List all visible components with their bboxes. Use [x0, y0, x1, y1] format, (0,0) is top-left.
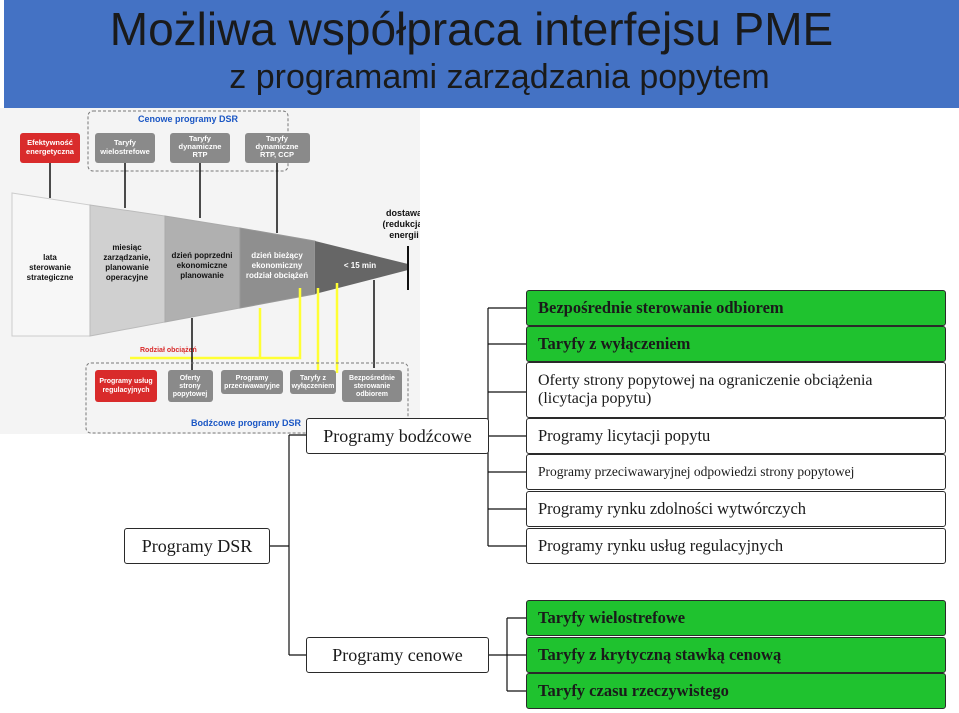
svg-text:< 15 min: < 15 min: [344, 261, 376, 270]
incentive-item-demand-bidding: Programy licytacji popytu: [526, 418, 946, 454]
top-arrows: [49, 163, 278, 233]
price-item-real-time: Taryfy czasu rzeczywistego: [526, 673, 946, 709]
incentive-item-demand-bidding-offers: Oferty strony popytowej na ograniczenie …: [526, 362, 946, 418]
load-label: Rodział obciążeń: [140, 347, 197, 354]
svg-text:dostawa(redukcja)energii: dostawa(redukcja)energii: [382, 208, 420, 240]
incentive-item-ancillary-services: Programy rynku usług regulacyjnych: [526, 528, 946, 564]
incentive-programs-node: Programy bodźcowe: [306, 418, 489, 454]
price-programs-node: Programy cenowe: [306, 637, 489, 673]
slide-subtitle: z programami zarządzania popytem: [229, 58, 770, 96]
offers-line-2: (licytacja popytu): [538, 390, 652, 407]
incentive-item-interruptible: Taryfy z wyłączeniem: [526, 326, 946, 362]
title-banner: [4, 0, 959, 108]
price-item-critical-peak: Taryfy z krytyczną stawką cenową: [526, 637, 946, 673]
offers-line-1: Oferty strony popytowej na ograniczenie …: [538, 372, 873, 389]
load-lines: [130, 283, 339, 373]
price-item-multi-zone: Taryfy wielostrefowe: [526, 600, 946, 636]
dsr-programs-root: Programy DSR: [124, 528, 270, 564]
incentive-item-emergency: Programy przeciwawaryjnej odpowiedzi str…: [526, 454, 946, 490]
price-group-label: Cenowe programy DSR: [138, 114, 239, 124]
incentive-item-direct-control: Bezpośrednie sterowanie odbiorem: [526, 290, 946, 326]
incentive-group-label: Bodźcowe programy DSR: [191, 418, 302, 428]
incentive-item-capacity-market: Programy rynku zdolności wytwórczych: [526, 491, 946, 527]
slide-title: Możliwa współpraca interfejsu PME: [109, 3, 834, 55]
